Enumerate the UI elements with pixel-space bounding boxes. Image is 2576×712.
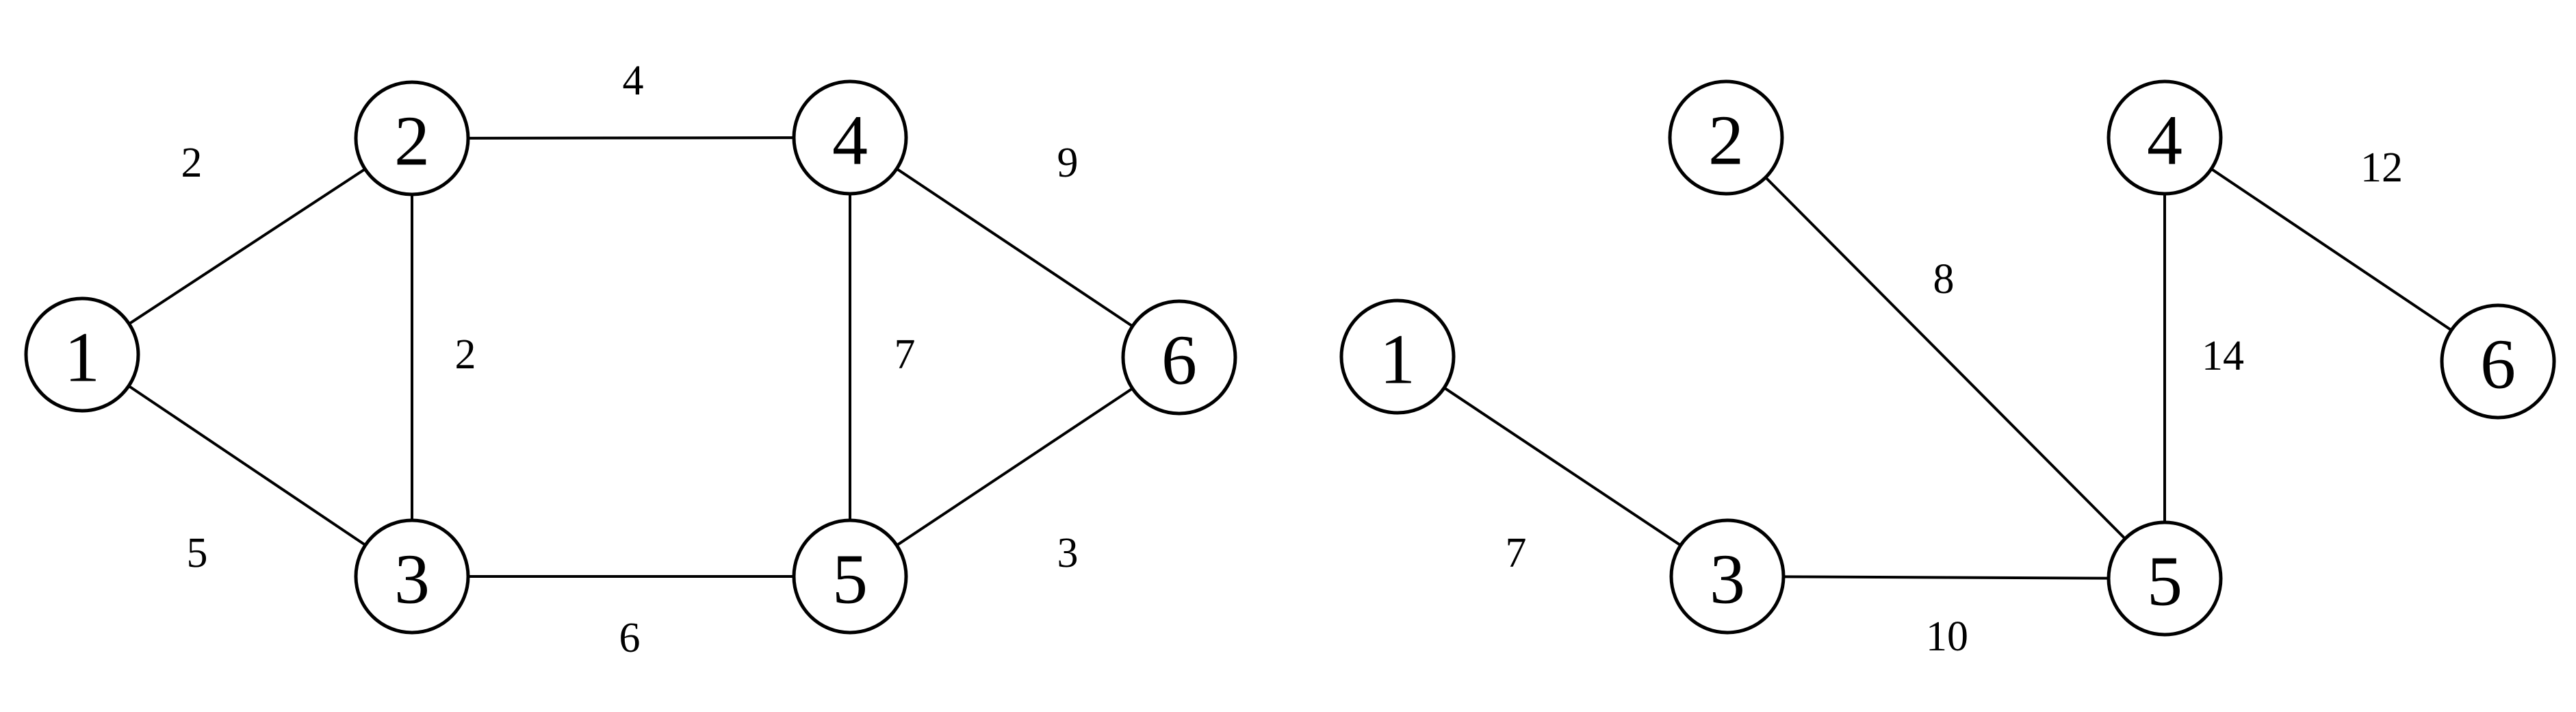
node-label: 5 — [832, 540, 868, 619]
node-circle — [24, 296, 140, 413]
node-label: 1 — [64, 318, 100, 397]
node-circle — [792, 79, 908, 196]
graph-node: 3 — [354, 518, 470, 635]
edge-weight-label: 12 — [2360, 144, 2403, 191]
node-label: 3 — [394, 540, 430, 619]
graph-edge — [1443, 386, 1682, 547]
graph-edge — [895, 167, 1134, 328]
edge-weight-label: 3 — [1057, 530, 1079, 576]
edge-weight-label: 7 — [894, 331, 916, 378]
node-circle — [1669, 518, 1786, 635]
graph-node: 5 — [2107, 520, 2223, 637]
edge-weight-label: 10 — [1926, 613, 1968, 660]
node-label: 4 — [2147, 101, 2182, 180]
graph-edge — [127, 167, 367, 326]
node-circle — [1121, 299, 1237, 416]
edge-weight-label: 6 — [619, 615, 641, 661]
graph-node: 4 — [792, 79, 908, 196]
node-circle — [354, 518, 470, 635]
graph-node: 1 — [1339, 298, 1456, 415]
edge-weight-label: 8 — [1933, 256, 1955, 303]
edge-weight-label: 4 — [623, 58, 644, 104]
graph-node: 5 — [792, 518, 908, 635]
node-circle — [354, 80, 470, 196]
graph-node: 2 — [1668, 79, 1784, 196]
edge-weight-label: 9 — [1057, 140, 1079, 186]
node-label: 5 — [2147, 542, 2182, 621]
edge-weight-label: 2 — [181, 140, 203, 186]
node-circle — [1339, 298, 1456, 415]
edge-weight-label: 2 — [455, 331, 476, 378]
graph-node: 6 — [1121, 299, 1237, 416]
node-circle — [2107, 520, 2223, 637]
node-label: 4 — [832, 101, 868, 180]
graph-edge — [895, 387, 1134, 547]
edge-weight-label: 14 — [2202, 333, 2244, 379]
node-label: 1 — [1380, 320, 1415, 399]
graph-node: 1 — [24, 296, 140, 413]
graph-edge — [2210, 167, 2453, 332]
node-label: 3 — [1710, 540, 1745, 619]
edge-weight-label: 5 — [187, 530, 208, 576]
graph-node: 6 — [2440, 303, 2556, 420]
graph-edge — [127, 384, 367, 547]
graph-node: 4 — [2107, 79, 2223, 196]
edge-weight-label: 7 — [1506, 530, 1527, 576]
graph-edge — [1781, 575, 2111, 580]
node-circle — [1668, 79, 1784, 196]
node-label: 2 — [394, 102, 430, 181]
node-label: 6 — [1161, 321, 1197, 400]
node-circle — [2107, 79, 2223, 196]
node-circle — [792, 518, 908, 635]
graph-node: 2 — [354, 80, 470, 196]
node-label: 2 — [1708, 101, 1744, 180]
graph-edge — [1764, 176, 2127, 540]
edges-layer — [127, 136, 2453, 580]
graph-node: 3 — [1669, 518, 1786, 635]
node-label: 6 — [2480, 325, 2516, 404]
node-circle — [2440, 303, 2556, 420]
